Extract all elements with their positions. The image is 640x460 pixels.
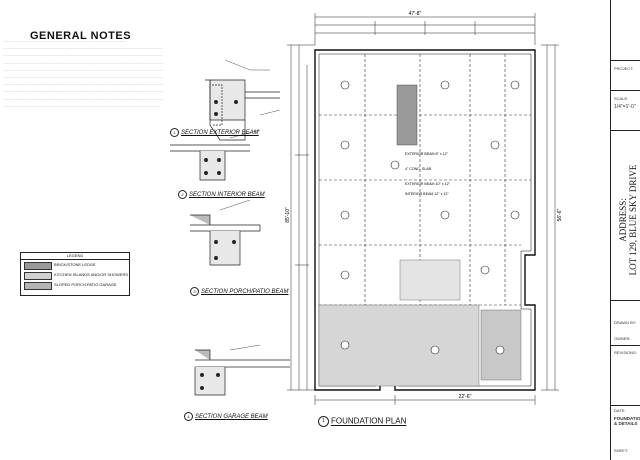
top-dimension-label: 47'-8" — [409, 11, 422, 17]
ledge-shade — [396, 84, 418, 146]
tb-revisions: REVISIONS: — [614, 350, 637, 355]
section-porch-beam-drawing — [190, 199, 261, 266]
tb-date-label: DATE: — [614, 408, 626, 413]
legend-label-porch: SLOPED PORCH,PATIO GARAGE — [54, 282, 117, 287]
tb-address-text: ADDRESS: LOT 129, BLUE SKY DRIVE — [618, 165, 638, 276]
legend-label-ledge: BRICK/STONE LEDGE — [54, 262, 96, 267]
legend-title: LEGEND — [21, 253, 129, 260]
tb-sheet-label: SHEET: — [614, 448, 629, 453]
tb-sheet-title: FOUNDATION & DETAILS — [614, 416, 640, 426]
tb-address-label: ADDRESS: — [618, 198, 628, 242]
beam-markers — [340, 80, 520, 355]
section-details — [170, 59, 290, 396]
bottom-dimension-label: 22'-6" — [459, 394, 472, 400]
plan-note-3: EXTERIOR BEAM 10" x 12" — [405, 182, 451, 186]
tb-project-label: PROJECT: — [614, 66, 634, 71]
tb-scale-label: SCALE: — [614, 96, 629, 101]
section-num-4: 4 — [184, 412, 193, 421]
tb-drawn-by: DRAWN BY: — [614, 320, 637, 325]
tb-address: ADDRESS: LOT 129, BLUE SKY DRIVE — [617, 150, 639, 290]
general-notes-body: ........................................… — [3, 40, 163, 108]
section-exterior-beam-drawing — [205, 59, 281, 141]
section-label-2: SECTION INTERIOR BEAM — [189, 192, 265, 199]
tb-address-line: LOT 129, BLUE SKY DRIVE — [628, 164, 638, 276]
plan-note-1: EXTERIOR BEAM 8" x 12" — [405, 152, 449, 156]
legend: LEGEND BRICK/STONE LEDGE KITCHEN ISLANDS… — [20, 252, 130, 296]
left-dimension-lines — [287, 44, 315, 391]
tb-owner: OWNER: — [614, 336, 631, 341]
tb-scale-value: 1/4"=1'-0" — [614, 104, 636, 110]
section-label-1: SECTION EXTERIOR BEAM — [181, 130, 259, 137]
tb-divider-5 — [611, 345, 640, 346]
legend-swatch-porch — [24, 282, 52, 290]
section-num-2: 2 — [178, 190, 187, 199]
left-dimension-label: 85'-10" — [285, 207, 291, 223]
legend-label-islands: KITCHEN ISLANDS AND/OR SHOWERS — [54, 272, 129, 277]
general-notes-title: GENERAL NOTES — [30, 30, 132, 42]
foundation-plan: 47'-8" 85'-10" 56'-6" — [285, 11, 563, 405]
porch-slab-shade — [480, 309, 522, 381]
plan-note-2: 4" CONC. SLAB — [405, 167, 432, 171]
plan-note-4: INTERIOR BEAM 12" x 12" — [405, 192, 449, 196]
section-label-4: SECTION GARAGE BEAM — [195, 414, 268, 421]
section-interior-beam-drawing — [170, 129, 261, 181]
section-num-1: 1 — [170, 128, 179, 137]
tb-divider-1 — [611, 60, 640, 61]
foundation-plan-title: FOUNDATION PLAN — [331, 416, 407, 426]
tb-divider-4 — [611, 300, 640, 301]
section-label-3: SECTION PORCH/PATIO BEAM — [201, 289, 289, 296]
right-dimension-label: 56'-6" — [557, 208, 563, 221]
island-shade — [399, 259, 461, 301]
foundation-plan-num: 1 — [318, 416, 329, 427]
tb-divider-3 — [611, 130, 640, 131]
legend-swatch-ledge — [24, 262, 52, 270]
bottom-dimension-lines — [314, 395, 536, 405]
tb-divider-2 — [611, 90, 640, 91]
right-dimension-lines — [541, 44, 559, 391]
legend-swatch-islands — [24, 272, 52, 280]
top-dimension-lines — [314, 13, 536, 45]
section-garage-beam-drawing — [194, 344, 290, 396]
title-block: PROJECT: SCALE: 1/4"=1'-0" ADDRESS: LOT … — [610, 0, 640, 460]
section-num-3: 3 — [190, 287, 199, 296]
tb-divider-6 — [611, 405, 640, 406]
